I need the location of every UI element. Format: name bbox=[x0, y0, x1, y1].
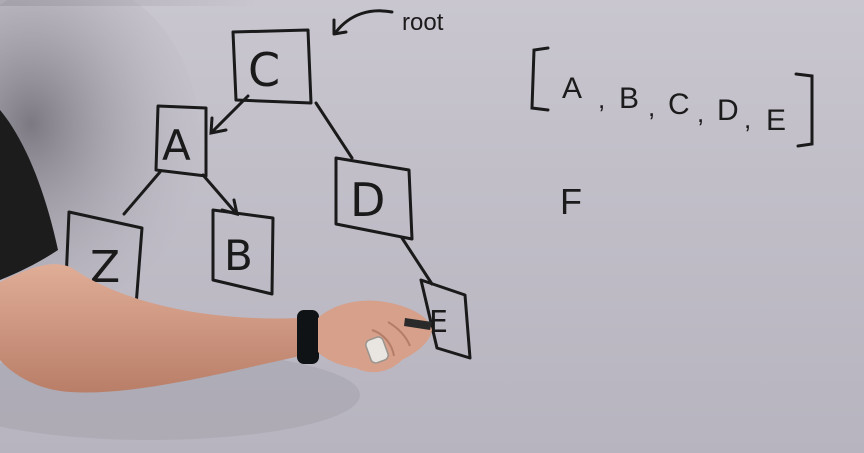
array-item-e: E bbox=[766, 104, 786, 137]
edge-a-z bbox=[122, 170, 162, 216]
array-close-bracket bbox=[794, 72, 814, 148]
person-arm bbox=[0, 264, 300, 393]
array-comma-2: , bbox=[648, 92, 655, 122]
root-label: root bbox=[402, 9, 444, 36]
array-list: A , B , C , D , E bbox=[530, 46, 814, 148]
array-item-b: B bbox=[619, 82, 639, 115]
array-item-d: D bbox=[717, 94, 739, 127]
node-b-box bbox=[211, 208, 275, 296]
edge-c-a bbox=[210, 94, 250, 134]
wristband bbox=[297, 310, 319, 364]
root-arrow-head bbox=[332, 18, 348, 36]
array-item-a: A bbox=[562, 72, 582, 105]
extra-letter-f: F bbox=[560, 181, 582, 222]
marker bbox=[365, 336, 389, 364]
node-b-label: B bbox=[224, 231, 253, 280]
array-comma-3: , bbox=[697, 98, 704, 128]
array-comma-1: , bbox=[598, 84, 605, 114]
array-comma-4: , bbox=[744, 104, 751, 134]
edge-a-b bbox=[201, 173, 237, 214]
array-open-bracket bbox=[530, 46, 550, 112]
node-e-box bbox=[419, 278, 472, 360]
node-d-box bbox=[334, 156, 414, 241]
edge-d-e bbox=[400, 236, 434, 286]
node-a-box bbox=[154, 104, 208, 178]
edge-c-d bbox=[314, 101, 354, 160]
marker-tip bbox=[404, 318, 432, 330]
node-a-label: A bbox=[162, 121, 191, 170]
tree-nodes bbox=[64, 28, 472, 360]
root-arrow bbox=[334, 9, 394, 34]
edge-c-a-arrowhead bbox=[209, 116, 228, 135]
array-item-c: C bbox=[668, 88, 690, 121]
hand-knuckles bbox=[371, 321, 411, 357]
node-c-label: C bbox=[248, 43, 280, 97]
node-c-box bbox=[231, 28, 313, 105]
person-hand bbox=[318, 300, 432, 373]
node-e-label: E bbox=[429, 305, 448, 340]
node-d-label: D bbox=[350, 173, 385, 227]
person-sleeve bbox=[0, 110, 58, 280]
root-annotation: root bbox=[332, 9, 444, 36]
whiteboard-top-edge bbox=[0, 0, 864, 6]
